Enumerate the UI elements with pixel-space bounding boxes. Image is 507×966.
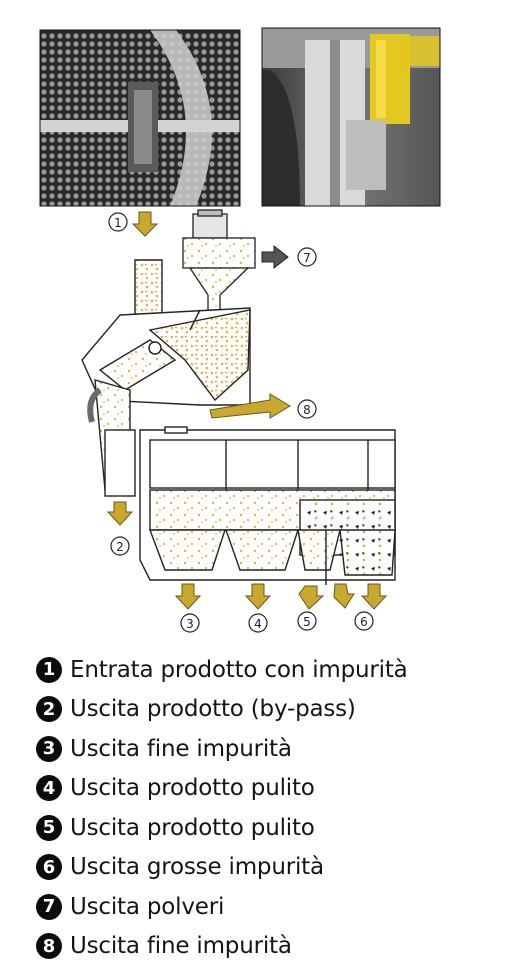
svg-text:3: 3	[186, 617, 194, 631]
legend-text: Uscita grosse impurità	[70, 854, 324, 880]
legend-badge: 7	[36, 894, 62, 920]
legend-text: Uscita fine impurità	[70, 933, 292, 959]
legend-text: Uscita prodotto pulito	[70, 775, 315, 801]
svg-text:4: 4	[254, 617, 262, 631]
svg-text:2: 2	[116, 540, 124, 554]
legend-badge: 1	[36, 657, 62, 683]
legend-badge: 4	[36, 775, 62, 801]
callout-3: 3	[181, 614, 199, 632]
legend-badge: 8	[36, 933, 62, 959]
legend-text: Uscita prodotto (by-pass)	[70, 696, 356, 722]
arrow-clean-product-icon	[246, 584, 270, 609]
svg-text:1: 1	[114, 216, 122, 230]
callout-5: 5	[298, 612, 316, 630]
legend-text: Uscita polveri	[70, 894, 224, 920]
legend-badge: 6	[36, 854, 62, 880]
arrow-clean-product-2-icon	[299, 586, 323, 609]
arrow-dust-icon	[262, 246, 288, 268]
arrow-coarse-impurity-2-icon	[362, 584, 386, 609]
legend-item-4: 4 Uscita prodotto pulito	[36, 769, 496, 809]
legend-item-2: 2 Uscita prodotto (by-pass)	[36, 690, 496, 730]
photo-machine	[262, 28, 440, 206]
photo-drum-screen	[40, 30, 240, 206]
legend-item-1: 1 Entrata prodotto con impurità	[36, 650, 496, 690]
callout-8: 8	[298, 400, 316, 418]
sieve-box	[140, 427, 395, 585]
callout-6: 6	[355, 612, 373, 630]
legend-text: Entrata prodotto con impurità	[70, 657, 408, 683]
callout-4: 4	[249, 614, 267, 632]
callout-2: 2	[111, 537, 129, 555]
svg-text:8: 8	[303, 403, 311, 417]
photos-row	[0, 0, 507, 210]
legend-item-3: 3 Uscita fine impurità	[36, 729, 496, 769]
legend-badge: 5	[36, 815, 62, 841]
legend-text: Uscita prodotto pulito	[70, 815, 315, 841]
process-diagram: 1 2 3 4 5 6 7 8	[0, 200, 507, 650]
dust-cyclone	[183, 210, 255, 310]
svg-text:7: 7	[303, 251, 311, 265]
svg-text:5: 5	[303, 615, 311, 629]
legend-text: Uscita fine impurità	[70, 736, 292, 762]
legend-item-7: 7 Uscita polveri	[36, 887, 496, 927]
legend-badge: 3	[36, 736, 62, 762]
svg-text:6: 6	[360, 615, 368, 629]
legend-item-8: 8 Uscita fine impurità	[36, 927, 496, 966]
bypass-column	[95, 380, 135, 496]
callout-1: 1	[109, 213, 127, 231]
arrow-coarse-impurity-icon	[334, 584, 354, 608]
legend-item-6: 6 Uscita grosse impurità	[36, 848, 496, 888]
legend-badge: 2	[36, 696, 62, 722]
arrow-bypass-icon	[108, 502, 132, 525]
arrow-fine-impurity-icon	[176, 584, 200, 609]
arrow-inlet-icon	[133, 212, 157, 236]
legend-item-5: 5 Uscita prodotto pulito	[36, 808, 496, 848]
callout-7: 7	[298, 248, 316, 266]
